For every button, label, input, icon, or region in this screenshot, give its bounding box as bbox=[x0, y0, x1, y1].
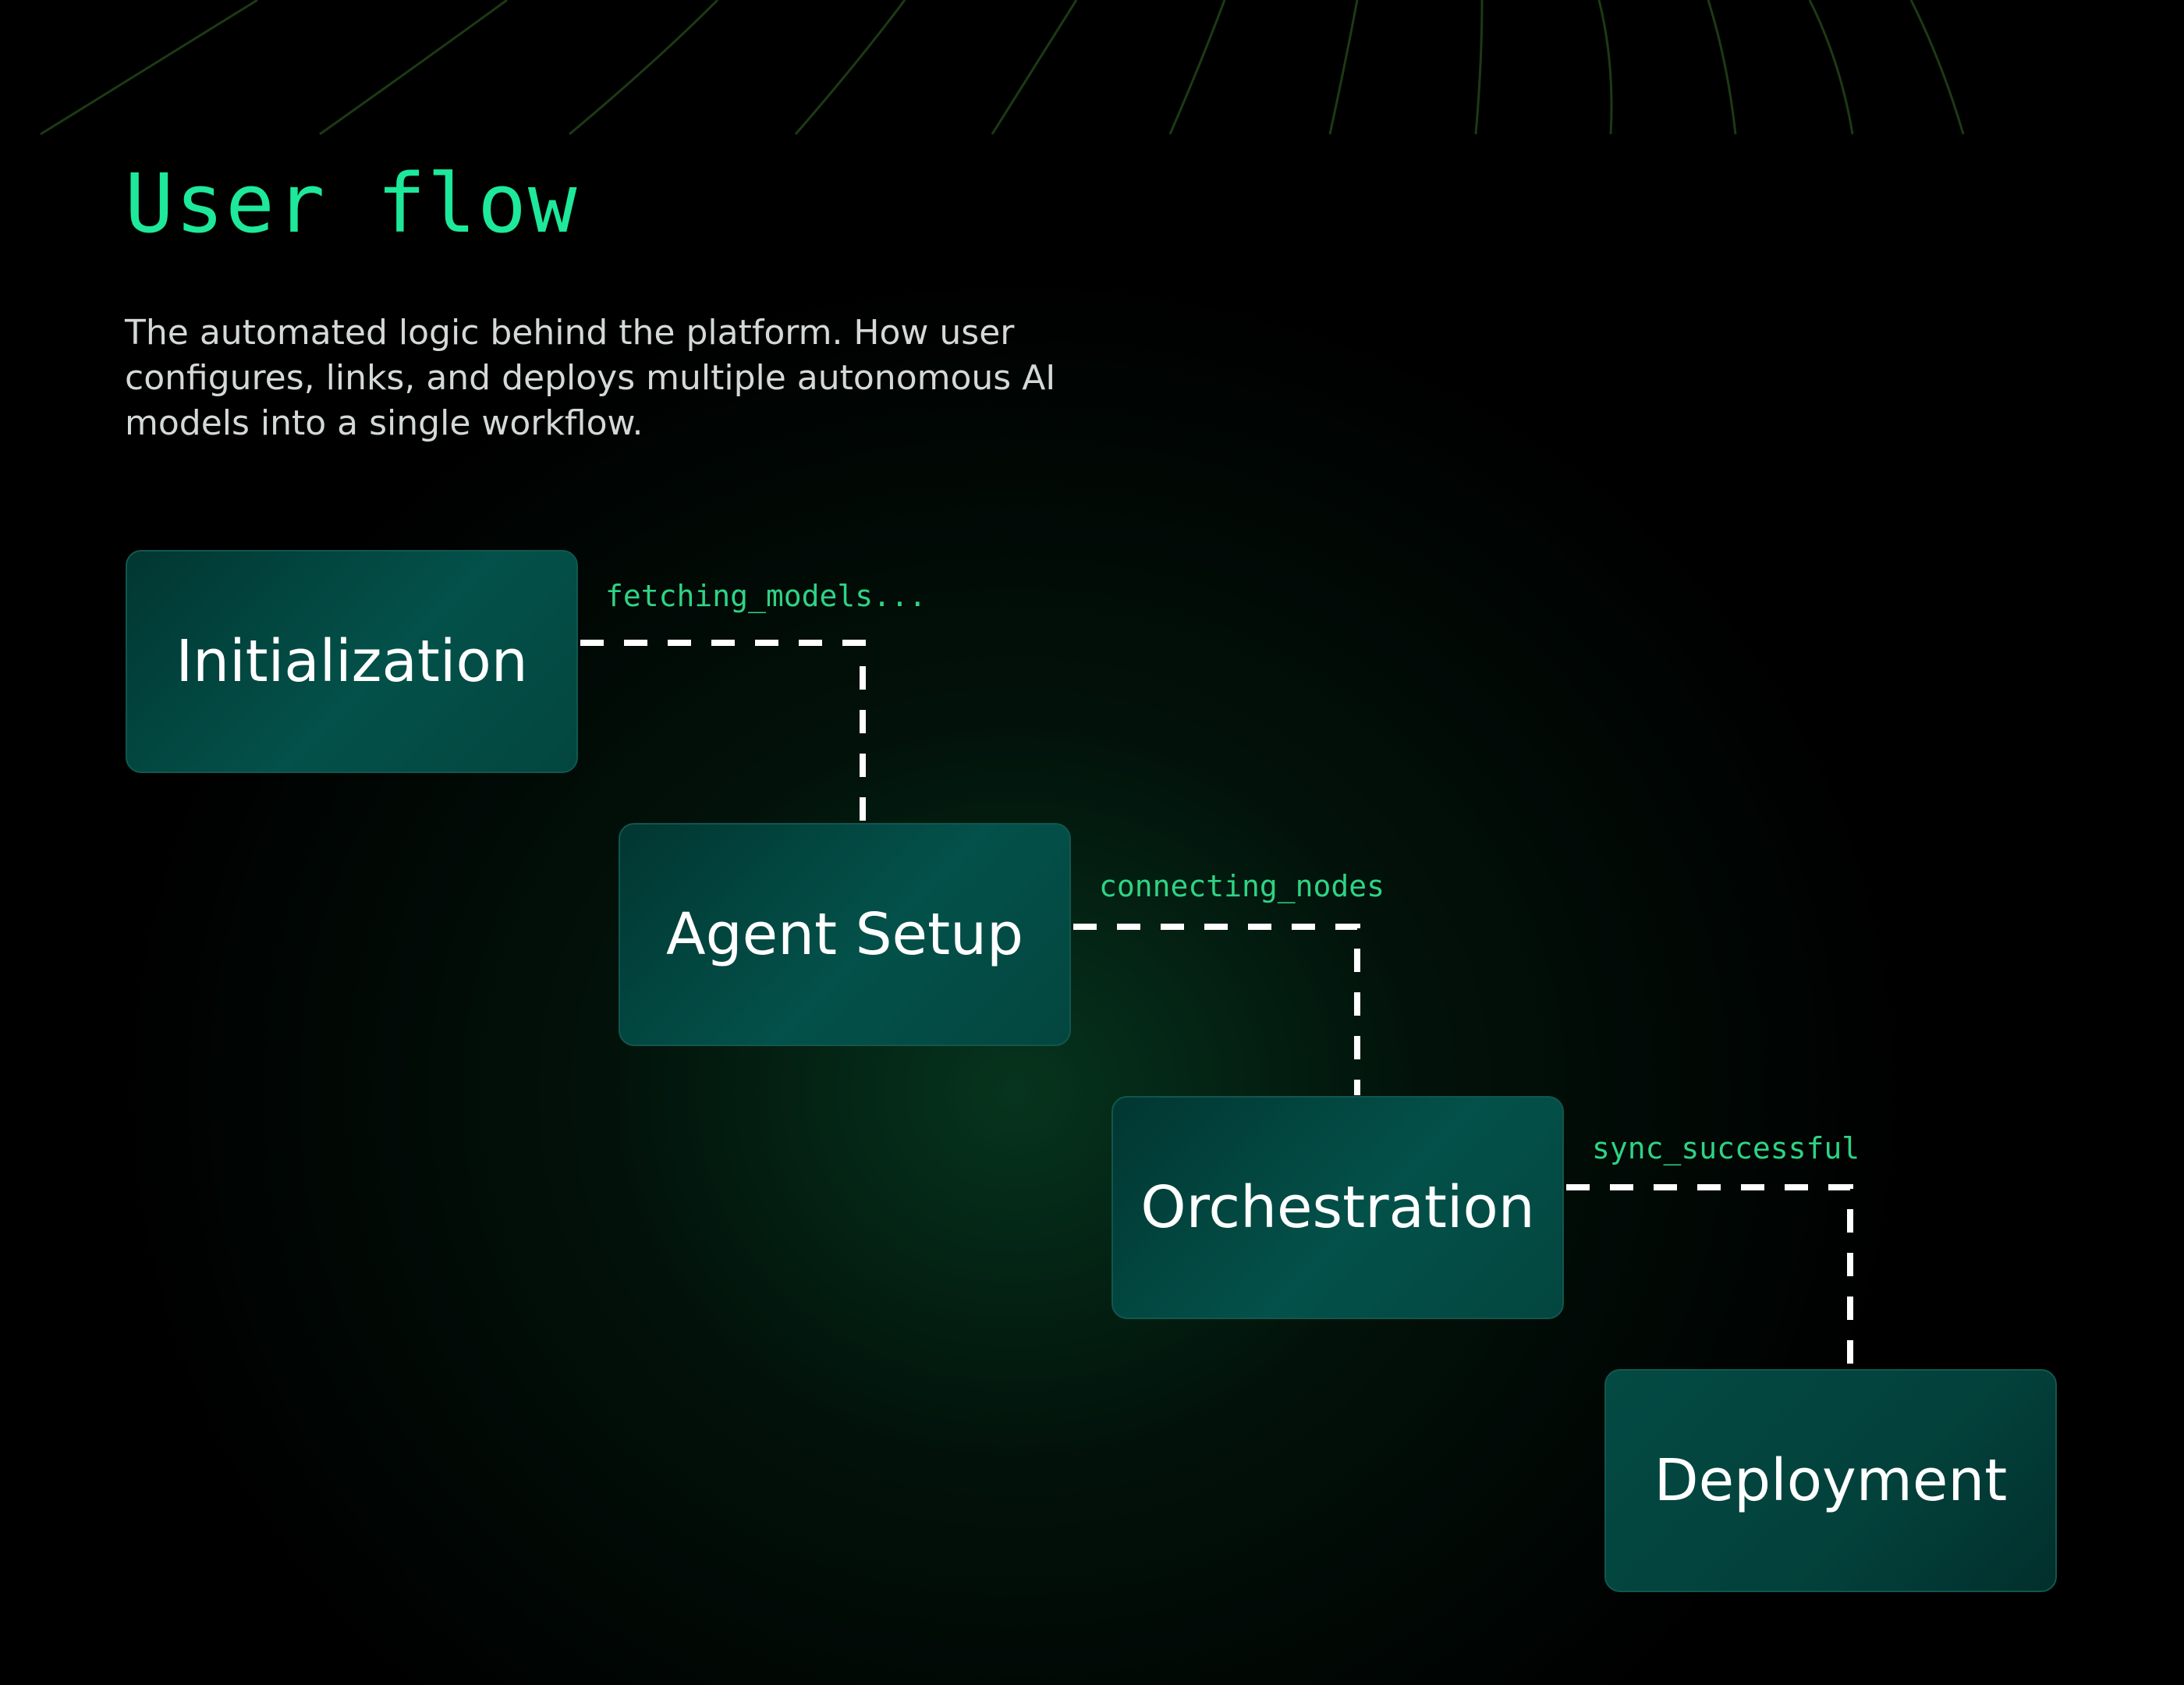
status-sync-successful: sync_successful bbox=[1592, 1131, 1860, 1165]
connector-line-2 bbox=[1073, 924, 1360, 1095]
connector-line-1 bbox=[580, 640, 866, 822]
connector-line-3 bbox=[1566, 1184, 1853, 1368]
decorative-rays bbox=[40, 0, 1965, 136]
step-orchestration[interactable]: Orchestration bbox=[1112, 1096, 1564, 1319]
step-agent-setup[interactable]: Agent Setup bbox=[619, 823, 1071, 1046]
status-fetching-models: fetching_models... bbox=[605, 579, 927, 613]
step-initialization[interactable]: Initialization bbox=[126, 550, 578, 773]
step-label: Deployment bbox=[1654, 1447, 2008, 1514]
step-label: Initialization bbox=[176, 628, 528, 695]
step-label: Orchestration bbox=[1140, 1174, 1535, 1241]
page-description: The automated logic behind the platform.… bbox=[125, 313, 1056, 443]
step-deployment[interactable]: Deployment bbox=[1604, 1369, 2057, 1592]
step-label: Agent Setup bbox=[666, 901, 1023, 968]
status-connecting-nodes: connecting_nodes bbox=[1099, 869, 1385, 903]
page-title: User flow bbox=[125, 156, 579, 251]
